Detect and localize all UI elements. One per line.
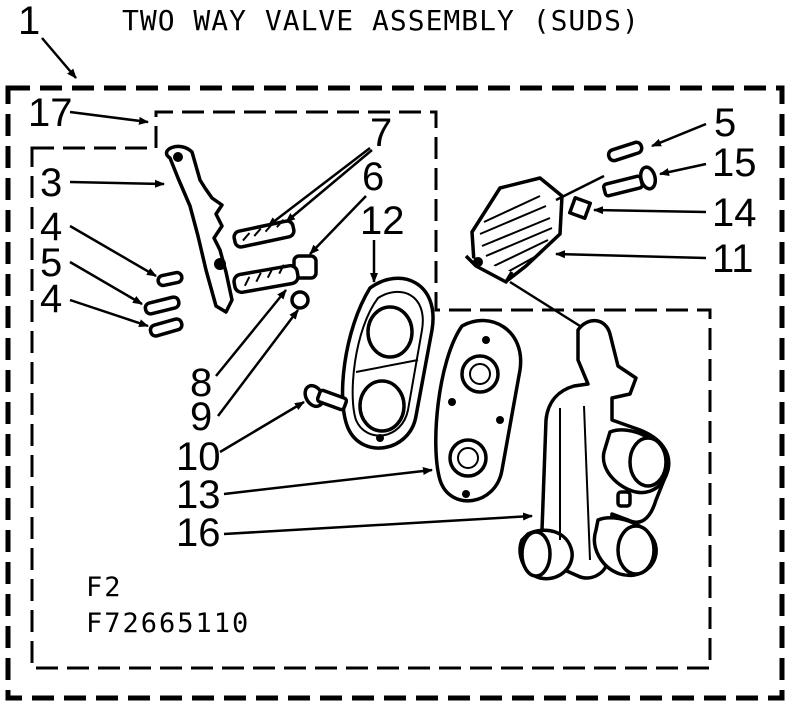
- callout-10: 10: [176, 435, 221, 479]
- inner-boundary: [30, 110, 712, 670]
- callout-7: 7: [370, 111, 392, 155]
- callout-5-left: 5: [40, 241, 62, 285]
- callout-12: 12: [360, 199, 405, 243]
- spring-screw-part: [232, 218, 318, 310]
- callout-14: 14: [712, 191, 757, 235]
- callout-4-upper: 4: [40, 205, 62, 249]
- callout-8: 8: [190, 361, 212, 405]
- callout-13: 13: [176, 473, 221, 517]
- leader-title-index: [41, 37, 77, 79]
- mounting-screw-part: [601, 165, 658, 198]
- valve-body-part: [518, 319, 671, 581]
- callout-17: 17: [28, 91, 73, 135]
- callout-9: 9: [190, 395, 212, 439]
- leader-lines: [69, 110, 707, 536]
- gasket-part: [340, 276, 435, 450]
- plate-part: [434, 318, 523, 503]
- screw-part: [303, 383, 349, 412]
- page-title: TWO WAY VALVE ASSEMBLY (SUDS): [122, 4, 640, 37]
- clip-part: [143, 270, 184, 338]
- figure-code: F2: [86, 572, 123, 603]
- link-lever-part: [164, 144, 234, 314]
- solenoid-coil-part: [464, 176, 564, 284]
- callout-16: 16: [176, 511, 221, 555]
- part-number: F72665110: [86, 608, 250, 639]
- callout-11: 11: [712, 237, 754, 281]
- outer-boundary: [5, 85, 785, 701]
- title-index: 1: [18, 0, 40, 43]
- callout-15: 15: [712, 141, 757, 185]
- callout-6: 6: [362, 155, 384, 199]
- callout-4-lower: 4: [40, 277, 62, 321]
- callout-5-right: 5: [714, 101, 736, 145]
- callout-3: 3: [40, 161, 62, 205]
- retainer-clip-part: [567, 195, 593, 221]
- pin-part: [606, 140, 644, 163]
